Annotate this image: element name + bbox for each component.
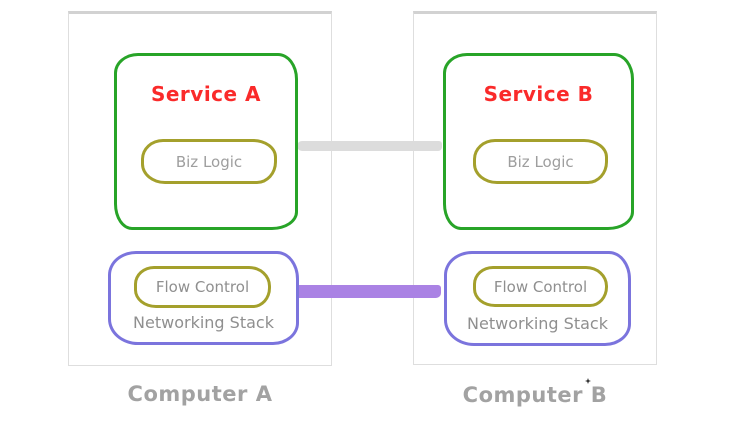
networking-stack-box-b: Flow Control Networking Stack — [444, 251, 631, 346]
biz-logic-box-a: Biz Logic — [141, 139, 277, 184]
computer-a-box: Service A Biz Logic Flow Control Network… — [68, 11, 332, 366]
service-b-box: Service B Biz Logic — [443, 53, 634, 230]
computer-b-box: Service B Biz Logic Flow Control Network… — [413, 11, 657, 365]
flow-control-label-b: Flow Control — [493, 277, 588, 296]
networking-stack-label-a: Networking Stack — [133, 313, 274, 332]
service-a-box: Service A Biz Logic — [114, 53, 298, 230]
service-a-title: Service A — [150, 82, 262, 106]
biz-logic-box-b: Biz Logic — [473, 139, 608, 184]
flow-control-box-b: Flow Control — [473, 266, 608, 307]
biz-logic-label-a: Biz Logic — [175, 152, 243, 171]
flow-control-link — [290, 285, 441, 298]
biz-logic-link — [297, 141, 442, 151]
flow-control-label-a: Flow Control — [155, 278, 250, 296]
biz-logic-label-b: Biz Logic — [507, 152, 574, 171]
computer-b-caption: Computer B — [462, 383, 608, 407]
cursor-dot — [585, 378, 591, 384]
service-b-title: Service B — [483, 82, 594, 106]
networking-stack-box-a: Flow Control Networking Stack — [108, 251, 299, 345]
flow-control-box-a: Flow Control — [134, 266, 271, 308]
networking-stack-label-b: Networking Stack — [467, 314, 608, 333]
computer-a-caption: Computer A — [127, 382, 273, 406]
